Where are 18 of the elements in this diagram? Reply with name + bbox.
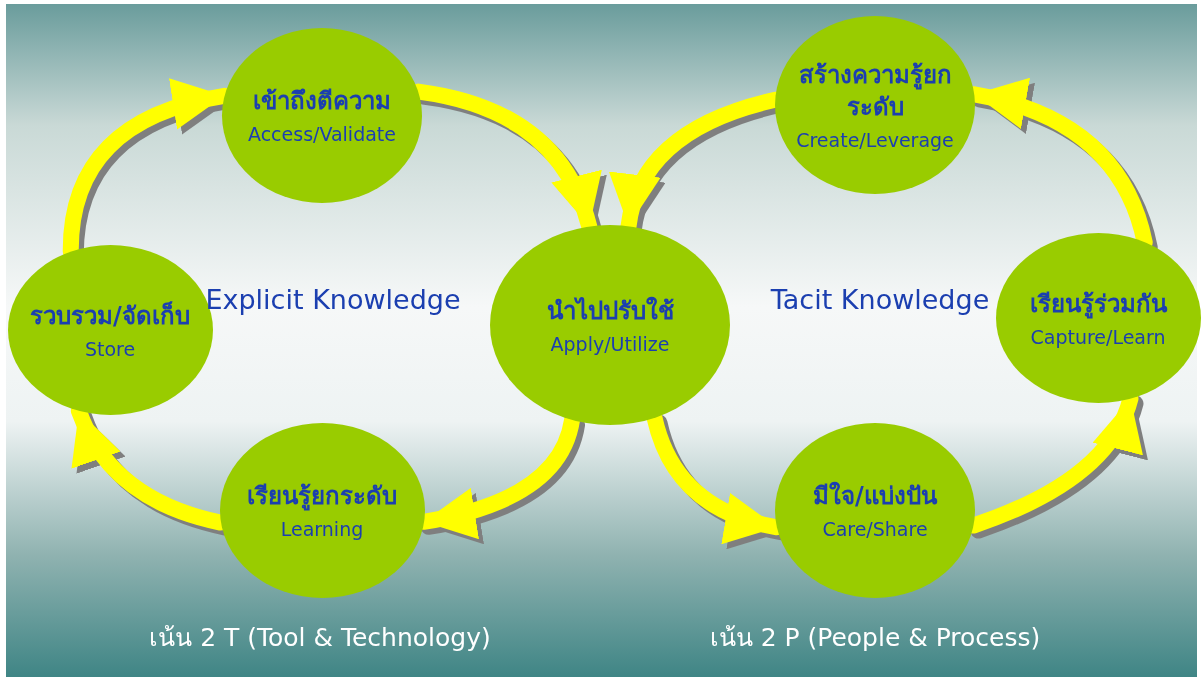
english-label: Care/Share bbox=[822, 518, 928, 541]
footer-text: เน้น 2 P (People & Process) bbox=[708, 621, 1042, 654]
center-label: Tacit Knowledge bbox=[769, 283, 991, 317]
thai-label: มีใจ/แบ่งปัน bbox=[813, 480, 937, 512]
english-label: Access/Validate bbox=[248, 123, 396, 146]
english-label: Learning bbox=[280, 518, 364, 541]
thai-label: เรียนรู้ยกระดับ bbox=[247, 480, 397, 513]
footer-text: เน้น 2 T (Tool & Technology) bbox=[148, 621, 492, 654]
english-label: Create/Leverage bbox=[796, 129, 954, 152]
thai-label: เรียนรู้ร่วมกัน bbox=[1029, 288, 1167, 321]
english-label: Capture/Learn bbox=[1030, 326, 1166, 349]
thai-label: นำไปปรับใช้ bbox=[546, 295, 674, 327]
thai-label: เข้าถึงตีความ bbox=[253, 85, 391, 117]
english-label: Store bbox=[84, 338, 136, 361]
thai-label: รวบรวม/จัดเก็บ bbox=[30, 300, 190, 332]
english-label: Apply/Utilize bbox=[550, 333, 670, 356]
thai-label: สร้างความรู้ยกระดับ bbox=[797, 59, 953, 123]
center-label: Explicit Knowledge bbox=[204, 283, 462, 317]
